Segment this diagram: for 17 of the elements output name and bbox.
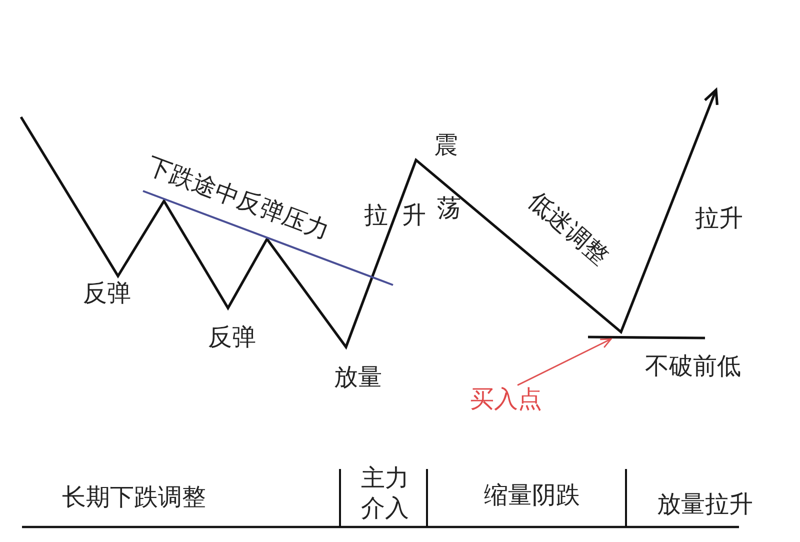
callout-label: 买入点 <box>470 386 542 414</box>
phase-label: 长期下跌调整 <box>62 484 206 512</box>
annotation-text: 下跌途中反弹压力 <box>143 152 333 246</box>
annotation-text: 不破前低 <box>645 353 741 381</box>
phase-label: 放量拉升 <box>657 491 753 519</box>
annotation-text: 反弹 <box>208 324 256 352</box>
annotation-text: 低迷调整 <box>522 187 614 271</box>
annotation-text: 震 <box>434 132 458 160</box>
annotation-text: 拉升 <box>695 205 743 233</box>
annotation-text: 荡 <box>437 195 461 223</box>
phase-label: 缩量阴跌 <box>484 482 580 510</box>
annotation-text: 反弹 <box>83 280 131 308</box>
support-line <box>588 336 706 340</box>
annotation-text: 放量 <box>334 364 382 392</box>
phase-label: 主力介入 <box>360 463 410 523</box>
annotation-text: 拉升 <box>364 202 426 230</box>
leader-arrow <box>517 338 612 386</box>
